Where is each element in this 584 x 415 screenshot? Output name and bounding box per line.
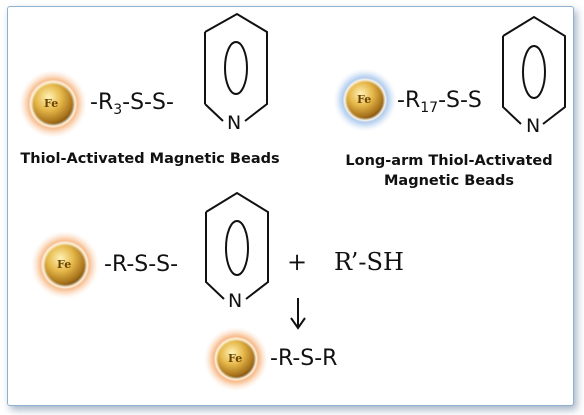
pyridine-ring-reactant [205,191,269,300]
bead-fe-label: Fe [44,97,59,110]
magnetic-bead-reactant [31,231,99,299]
thiol-reagent: R’-SH [334,248,404,276]
bead-fe-label: Fe [57,258,72,271]
pyridine-nitrogen-label: N [227,112,242,134]
plus-sign: + [287,248,308,276]
magnetic-bead-product [204,327,268,391]
linker-chain-r3: -R3-S-S- [90,90,174,118]
reactant-linker-chain: -R-S-S- [104,252,179,277]
chain-prefix: -R [397,88,421,113]
pyridine-nitrogen-label: N [526,115,541,137]
chain-suffix: -S-S [438,88,482,113]
chain-subscript: 17 [420,100,439,116]
figure-frame [7,6,574,406]
pyridine-nitrogen-label: N [228,290,243,312]
magnetic-bead-top-right [333,68,397,132]
chain-prefix: -R [90,90,114,115]
linker-chain-r17: -R17-S-S [397,88,482,116]
bead-fe-label: Fe [228,352,243,365]
pyridine-ring-top-right [502,15,566,125]
pyridine-ring-top-left [204,12,268,122]
label-line-2: Magnetic Beads [384,173,514,189]
product-linker-chain: -R-S-R [270,346,338,371]
magnetic-bead-top-left [19,70,87,138]
bead-fe-label: Fe [357,93,372,106]
chain-subscript: 3 [113,102,123,118]
label-line-1: Long-arm Thiol-Activated [345,153,553,169]
label-thiol-activated-beads: Thiol-Activated Magnetic Beads [20,151,280,167]
reaction-arrow [290,298,306,330]
label-long-arm-beads: Long-arm Thiol-Activated Magnetic Beads [320,151,578,191]
chain-suffix: -S-S- [122,90,174,115]
